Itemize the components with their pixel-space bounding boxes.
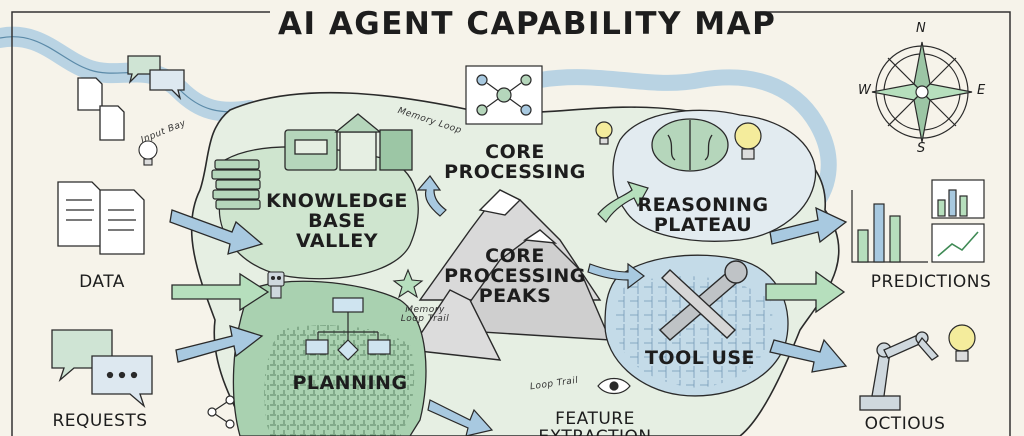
robot-arm-icon [859,331,939,411]
compass-icon [871,41,973,143]
data-label: DATA [79,272,125,292]
share-icon [207,395,235,429]
actions-label: OCTIOUS [864,414,946,434]
tool-use-label: TOOL USE [644,347,756,369]
compass-east: E [977,83,986,98]
chat-bubble-icon [51,55,185,409]
bar-chart-icon [851,179,985,263]
input-arrows [169,209,270,363]
hub-diagram-icon [465,65,543,125]
flow-arrows [416,175,649,436]
document-icon [57,77,145,255]
lightbulb-action-icon [948,324,976,362]
lightbulb-icon [595,121,762,160]
input-bay-bulb-icon [138,140,158,166]
eye-icon [597,377,631,395]
output-arrows [765,206,848,373]
compass-south: S [917,141,926,156]
mountains [408,189,612,361]
robot-icon [267,271,285,299]
book-stack-icon [211,159,261,210]
planning-label: PLANNING [292,372,408,394]
library-icon [284,113,413,171]
map-title: AI AGENT CAPABILITY MAP [278,6,777,42]
requests-label: REQUESTS [52,411,148,431]
star-icon [392,268,424,299]
feature-extraction-text: FEATUREEXTRACTION [538,409,651,436]
river [0,26,260,122]
predictions-label: PREDICTIONS [870,272,992,292]
feature-extraction-label: FEATUREEXTRACTION [520,409,670,436]
flowchart-icon [305,297,391,361]
screwdriver-icon [660,269,737,339]
compass-north: N [916,21,927,36]
compass-west: W [858,83,872,98]
brain-icon [651,118,729,172]
river-right [532,69,837,218]
